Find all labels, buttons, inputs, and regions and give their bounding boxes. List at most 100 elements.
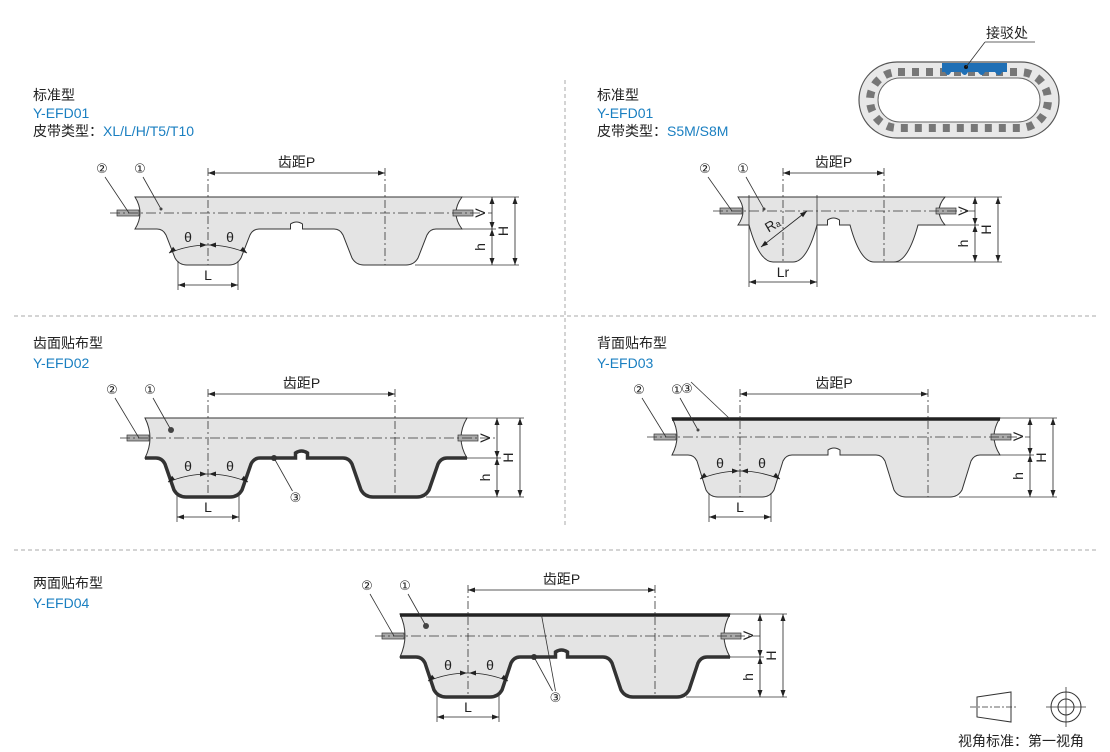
leader-line <box>533 656 553 692</box>
belt-body <box>134 196 463 266</box>
splice-segment <box>942 63 1007 75</box>
V-label: V <box>740 630 756 640</box>
arrowhead <box>489 229 495 236</box>
arrowhead <box>512 258 518 265</box>
theta-label: θ <box>184 229 192 245</box>
H-label: H <box>1033 452 1049 462</box>
leader-dot <box>159 207 163 211</box>
arrowhead <box>877 170 884 176</box>
section-code: Y-EFD03 <box>597 355 654 371</box>
arrowhead <box>492 714 499 720</box>
arrowhead <box>437 714 444 720</box>
leader-line <box>142 176 162 210</box>
arrowhead <box>780 614 786 621</box>
callout-1: ① <box>134 161 146 176</box>
arrowhead <box>494 490 500 497</box>
arrowhead <box>741 468 748 474</box>
theta-label: θ <box>716 455 724 471</box>
arrowhead <box>489 258 495 265</box>
arrowhead <box>740 391 747 397</box>
theta-label: θ <box>486 657 494 673</box>
arrowhead <box>208 391 215 397</box>
belt-loop-illustration: 接驳处 <box>858 25 1060 139</box>
width-label: L <box>736 499 744 515</box>
section-title: 齿面贴布型 <box>33 335 103 351</box>
arrowhead <box>494 418 500 425</box>
arrowhead <box>239 246 247 253</box>
arrowhead <box>1027 490 1033 497</box>
tooth-fabric-layer <box>145 449 467 499</box>
arrowhead <box>517 418 523 425</box>
width-label: L <box>204 267 212 283</box>
H-label: H <box>763 650 779 660</box>
belt-body <box>737 196 947 263</box>
tooth-fabric-layer <box>400 648 730 699</box>
callout-3: ③ <box>290 490 302 505</box>
h-label: h <box>955 240 971 248</box>
leader-dot <box>168 427 174 433</box>
leader-line <box>690 381 731 420</box>
theta-arc <box>427 672 509 682</box>
leader-line <box>407 593 427 627</box>
callout-1: ① <box>399 578 411 593</box>
arrowhead <box>168 475 176 482</box>
arrowhead <box>378 170 385 176</box>
arrowhead <box>209 242 216 248</box>
arrowhead <box>757 650 763 657</box>
leader-line <box>114 397 140 439</box>
H-label: H <box>500 452 516 462</box>
callout-3: ③ <box>550 690 562 705</box>
pitch-label: 齿距P <box>815 154 852 170</box>
arrowhead <box>200 242 207 248</box>
belt-types: 皮带类型：S5M/S8M <box>597 123 728 139</box>
h-label: h <box>472 243 488 251</box>
section-title: 标准型 <box>33 87 75 103</box>
pitch-label: 齿距P <box>543 571 580 587</box>
view-standard-label: 视角标准：第一视角 <box>958 733 1084 749</box>
h-label: h <box>477 474 493 482</box>
pitch-label: 齿距P <box>278 154 315 170</box>
arrowhead <box>178 282 185 288</box>
section-code: Y-EFD01 <box>33 105 90 121</box>
width-label: Lr <box>777 264 790 280</box>
arrowhead <box>500 674 508 681</box>
arrowhead <box>972 197 978 204</box>
V-label: V <box>955 206 971 216</box>
leader-dot <box>271 455 277 461</box>
arrowhead <box>972 218 978 225</box>
callout-1: ① <box>737 161 749 176</box>
radius-subscript: a <box>773 218 782 229</box>
H-label: H <box>978 224 994 234</box>
arrowhead <box>169 246 177 253</box>
callout-1: ① <box>144 382 156 397</box>
h-label: h <box>740 673 756 681</box>
belt-body <box>671 417 1001 498</box>
arrowhead <box>512 197 518 204</box>
arrowhead <box>1027 455 1033 462</box>
arrowhead <box>757 614 763 621</box>
splice-label: 接驳处 <box>986 25 1028 41</box>
leader-line <box>152 397 172 431</box>
section-title: 背面贴布型 <box>597 335 667 351</box>
arrowhead <box>428 674 436 681</box>
arrowhead <box>709 514 716 520</box>
V-label: V <box>477 433 493 443</box>
arrowhead <box>972 225 978 232</box>
arrowhead <box>732 468 739 474</box>
leader-line <box>273 457 293 492</box>
arrowhead <box>810 279 817 285</box>
V-label: V <box>1010 431 1026 441</box>
arrowhead <box>517 490 523 497</box>
arrowhead <box>761 240 769 247</box>
leader-dot <box>531 654 537 660</box>
arrowhead <box>388 391 395 397</box>
arrowhead <box>1027 448 1033 455</box>
arrowhead <box>921 391 928 397</box>
callout-2: ② <box>633 382 645 397</box>
callout-2: ② <box>361 578 373 593</box>
